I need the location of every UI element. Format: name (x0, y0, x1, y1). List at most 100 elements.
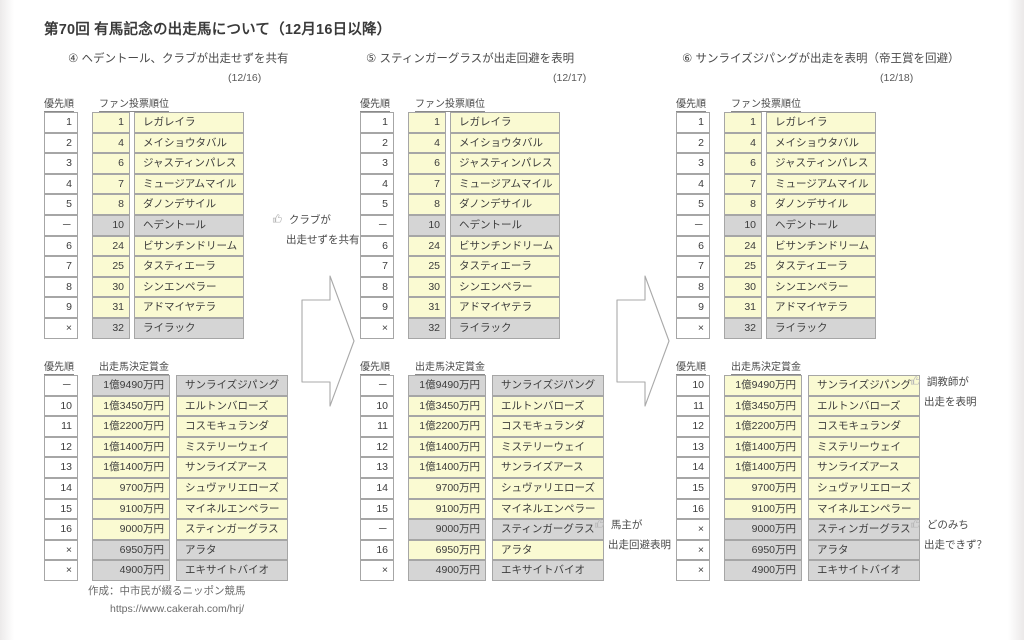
priority-cell: 7 (676, 256, 710, 277)
fan-vote-rank-cell: 6 (724, 153, 762, 174)
priority-cell: 11 (44, 416, 78, 437)
prize-money-cell: 6950万円 (92, 539, 170, 561)
horse-name-cell: シンエンペラー (766, 276, 876, 298)
horse-name-cell: スティンガーグラス (808, 519, 920, 540)
header-priority: 優先順 (676, 95, 706, 112)
horse-name-cell: メイショウタバル (134, 132, 244, 154)
fan-vote-rank-cell: 30 (408, 276, 446, 298)
priority-cell: 9 (676, 297, 710, 318)
prize-money-cell: 9100万円 (92, 498, 170, 520)
header-prize: 出走馬決定賞金 (731, 358, 801, 375)
horse-name-cell: タスティエーラ (766, 256, 876, 277)
horse-name-cell: ミステリーウェイ (176, 436, 288, 458)
panel-6-note-trainer: 調教師が 出走を表明 (910, 373, 977, 413)
priority-cell: 12 (44, 436, 78, 458)
fan-vote-rank-cell: 6 (92, 153, 130, 174)
horse-name-cell: マイネルエンペラー (176, 498, 288, 520)
horse-name-cell: レガレイラ (134, 112, 244, 133)
priority-cell: × (360, 560, 394, 581)
transition-arrow-1 (296, 272, 360, 415)
horse-name-cell: ミステリーウェイ (808, 436, 920, 458)
fan-vote-rank-cell: 1 (92, 112, 130, 133)
prize-money-cell: 9000万円 (724, 519, 802, 540)
fan-vote-rank-cell: 30 (724, 276, 762, 298)
horse-name-cell: ビサンチンドリーム (766, 235, 876, 257)
priority-cell: 12 (360, 436, 394, 458)
panel-5-fan-vote-headers: 優先順 ファン投票順位 (360, 95, 660, 112)
panel-4-fan-vote-headers: 優先順 ファン投票順位 (44, 95, 344, 112)
table-row: －1億9490万円サンライズジパング (360, 375, 604, 396)
fan-vote-rank-cell: 25 (724, 256, 762, 277)
fan-vote-rank-cell: 6 (408, 153, 446, 174)
priority-cell: － (360, 214, 394, 236)
panel-6-date: (12/18) (880, 72, 914, 84)
priority-cell: 14 (360, 477, 394, 499)
panel-5-heading: ⑤ スティンガーグラスが出走回避を表明 (366, 50, 574, 66)
priority-cell: － (44, 375, 78, 396)
horse-name-cell: エルトンバローズ (808, 395, 920, 417)
table-row: ×4900万円エキサイトバイオ (676, 560, 920, 581)
header-priority: 優先順 (44, 358, 74, 375)
horse-name-cell: シンエンペラー (134, 276, 244, 298)
horse-name-cell: ミステリーウェイ (492, 436, 604, 458)
header-priority: 優先順 (44, 95, 74, 112)
panel-4-heading-text: ヘデントール、クラブが出走せずを共有 (81, 53, 289, 65)
table-row: ×6950万円アラタ (44, 539, 288, 561)
panel-5-note-line1: 馬主が (610, 519, 643, 531)
table-row: ×4900万円エキサイトバイオ (44, 560, 288, 581)
fan-vote-rank-cell: 31 (92, 297, 130, 318)
horse-name-cell: マイネルエンペラー (492, 498, 604, 520)
priority-cell: × (676, 539, 710, 561)
priority-cell: 16 (44, 519, 78, 540)
prize-money-cell: 9700万円 (724, 477, 802, 499)
horse-name-cell: アラタ (492, 539, 604, 561)
priority-cell: 3 (360, 153, 394, 174)
horse-name-cell: アドマイヤテラ (766, 297, 876, 318)
panel-5-date: (12/17) (553, 72, 587, 84)
priority-cell: 8 (360, 276, 394, 298)
horse-name-cell: サンライズアース (808, 457, 920, 478)
priority-cell: 6 (44, 235, 78, 257)
fan-vote-rank-cell: 8 (724, 194, 762, 215)
horse-name-cell: スティンガーグラス (176, 519, 288, 540)
fan-vote-rank-cell: 31 (408, 297, 446, 318)
priority-cell: × (360, 317, 394, 339)
fan-vote-rank-cell: 32 (724, 317, 762, 339)
priority-cell: × (676, 560, 710, 581)
priority-cell: 15 (676, 477, 710, 499)
priority-cell: 5 (44, 194, 78, 215)
horse-name-cell: ダノンデサイル (134, 194, 244, 215)
priority-cell: 6 (676, 235, 710, 257)
horse-name-cell: シュヴァリエローズ (176, 477, 288, 499)
panel-4-number: ④ (68, 53, 79, 65)
horse-name-cell: サンライズジパング (808, 375, 920, 396)
priority-cell: × (676, 317, 710, 339)
prize-money-cell: 9100万円 (724, 498, 802, 520)
header-fan-vote: ファン投票順位 (415, 95, 485, 112)
horse-name-cell: メイショウタバル (450, 132, 560, 154)
prize-money-cell: 9000万円 (92, 519, 170, 540)
horse-name-cell: ビサンチンドリーム (450, 235, 560, 257)
header-priority: 優先順 (676, 358, 706, 375)
fan-vote-rank-cell: 10 (92, 214, 130, 236)
